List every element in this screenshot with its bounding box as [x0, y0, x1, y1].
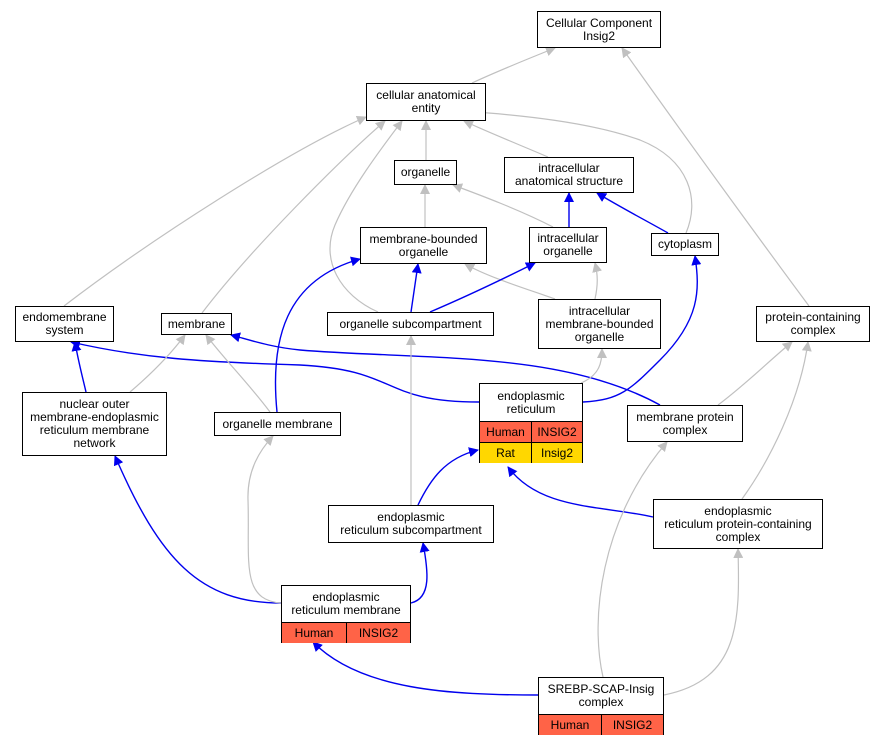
go-term-node-cellular-component[interactable]: Cellular Component Insig2 [537, 11, 661, 48]
annotation-species: Rat [496, 446, 515, 460]
edge-srebp-scap-insig-complex-to-er-protein-containing-complex [663, 548, 744, 696]
go-term-label: intracellular organelle [537, 231, 599, 258]
go-term-node-organelle-membrane[interactable]: organelle membrane [214, 412, 341, 436]
go-term-label: endoplasmic reticulum membrane [291, 590, 401, 617]
go-term-node-intracellular-organelle[interactable]: intracellular organelle [529, 227, 607, 263]
edge-srebp-scap-insig-complex-to-membrane-protein-complex [597, 441, 668, 678]
go-term-node-organelle[interactable]: organelle [394, 160, 457, 185]
annotation-row: Human INSIG2 [282, 622, 410, 643]
go-term-label: membrane [167, 316, 226, 331]
annotation-gene: INSIG2 [346, 623, 410, 643]
go-term-label: SREBP-SCAP-Insig complex [547, 682, 655, 709]
annotation-row: Rat Insig2 [480, 442, 582, 463]
edge-intracellular-organelle-to-organelle [452, 183, 554, 228]
go-term-label: endomembrane system [22, 310, 107, 337]
edge-organelle-membrane-to-membrane [205, 334, 271, 413]
annotation-species: Human [550, 718, 590, 732]
annotation-gene: INSIG2 [531, 422, 582, 442]
annotation-species: Human [294, 626, 334, 640]
annotation-row: Human INSIG2 [539, 714, 663, 735]
go-term-node-membrane[interactable]: membrane [161, 313, 232, 335]
go-term-node-protein-containing-complex[interactable]: protein-containing complex [756, 306, 870, 342]
go-term-label: cytoplasm [657, 237, 713, 251]
go-term-label: Cellular Component Insig2 [545, 15, 653, 43]
go-term-label: organelle [400, 165, 451, 179]
go-term-node-organelle-subcompartment[interactable]: organelle subcompartment [327, 312, 494, 336]
go-term-node-membrane-bounded-organelle[interactable]: membrane-bounded organelle [360, 227, 487, 264]
edge-er-membrane-to-er-subcompartment [410, 542, 430, 604]
go-term-label: protein-containing complex [765, 310, 861, 337]
edge-membrane-protein-complex-to-protein-containing-complex [717, 341, 793, 406]
edge-cytoplasm-to-cellular-anatomical-entity [462, 106, 693, 234]
edge-intracellular-membrane-bounded-organelle-to-intracellular-organelle [592, 262, 603, 300]
go-term-node-nuclear-outer-membrane-er-network[interactable]: nuclear outer membrane-endoplasmic retic… [22, 392, 167, 456]
edge-nuclear-outer-membrane-er-network-to-membrane [129, 334, 186, 393]
edge-intracellular-anatomical-structure-to-cellular-anatomical-entity [463, 120, 549, 158]
annotation-gene: Insig2 [531, 443, 582, 463]
go-term-node-er-subcompartment[interactable]: endoplasmic reticulum subcompartment [328, 505, 494, 543]
go-term-label: intracellular anatomical structure [514, 161, 624, 188]
edge-er-subcompartment-to-endoplasmic-reticulum [417, 447, 479, 506]
annotation-species: Human [486, 425, 525, 439]
edge-cellular-anatomical-entity-to-cellular-component [471, 46, 556, 84]
edge-organelle-subcompartment-to-cellular-anatomical-entity [329, 120, 403, 313]
edge-srebp-scap-insig-complex-to-er-membrane [312, 641, 539, 696]
go-term-label: endoplasmic reticulum subcompartment [340, 510, 482, 537]
edge-organelle-subcompartment-to-intracellular-organelle [429, 262, 536, 313]
annotation-row: Human INSIG2 [480, 421, 582, 442]
go-term-node-intracellular-anatomical-structure[interactable]: intracellular anatomical structure [504, 157, 634, 193]
edge-nuclear-outer-membrane-er-network-to-endomembrane-system [71, 341, 87, 393]
go-term-label: endoplasmic reticulum [497, 388, 565, 416]
edge-cytoplasm-to-intracellular-anatomical-structure [596, 192, 669, 234]
go-term-label: intracellular membrane-bounded organelle [545, 303, 654, 344]
edge-er-membrane-to-organelle-membrane [247, 435, 282, 604]
edge-organelle-subcompartment-to-membrane-bounded-organelle [410, 263, 422, 313]
edge-er-protein-containing-complex-to-endoplasmic-reticulum [507, 466, 654, 518]
go-term-node-membrane-protein-complex[interactable]: membrane protein complex [627, 405, 743, 442]
edge-protein-containing-complex-to-cellular-component [621, 47, 810, 307]
go-term-label: organelle subcompartment [339, 316, 482, 331]
annotation-gene: INSIG2 [601, 715, 663, 735]
go-term-label: membrane protein complex [636, 409, 734, 437]
edge-intracellular-membrane-bounded-organelle-to-membrane-bounded-organelle [464, 263, 556, 300]
edge-membrane-to-cellular-anatomical-entity [201, 120, 386, 314]
edge-membrane-protein-complex-to-membrane [230, 332, 661, 406]
go-term-label: endoplasmic reticulum protein-containing… [664, 503, 812, 544]
edge-endoplasmic-reticulum-to-intracellular-membrane-bounded-organelle [580, 348, 607, 384]
go-term-label: organelle membrane [222, 416, 333, 431]
go-term-node-cellular-anatomical-entity[interactable]: cellular anatomical entity [366, 83, 486, 121]
go-term-node-endomembrane-system[interactable]: endomembrane system [15, 306, 114, 342]
edge-organelle-membrane-to-membrane-bounded-organelle [274, 256, 361, 413]
go-term-node-er-protein-containing-complex[interactable]: endoplasmic reticulum protein-containing… [653, 499, 823, 549]
edge-er-protein-containing-complex-to-protein-containing-complex [741, 341, 812, 500]
edge-endoplasmic-reticulum-to-endomembrane-system [70, 339, 480, 403]
go-term-node-intracellular-membrane-bounded-organelle[interactable]: intracellular membrane-bounded organelle [538, 299, 661, 349]
go-term-label: nuclear outer membrane-endoplasmic retic… [30, 397, 159, 450]
edge-endoplasmic-reticulum-to-cytoplasm [582, 255, 702, 403]
edge-endomembrane-system-to-cellular-anatomical-entity [63, 116, 367, 307]
go-term-node-cytoplasm[interactable]: cytoplasm [651, 233, 719, 256]
edge-er-membrane-to-nuclear-outer-membrane-er-network [113, 455, 282, 604]
go-term-label: cellular anatomical entity [376, 88, 476, 115]
go-term-label: membrane-bounded organelle [369, 231, 478, 259]
